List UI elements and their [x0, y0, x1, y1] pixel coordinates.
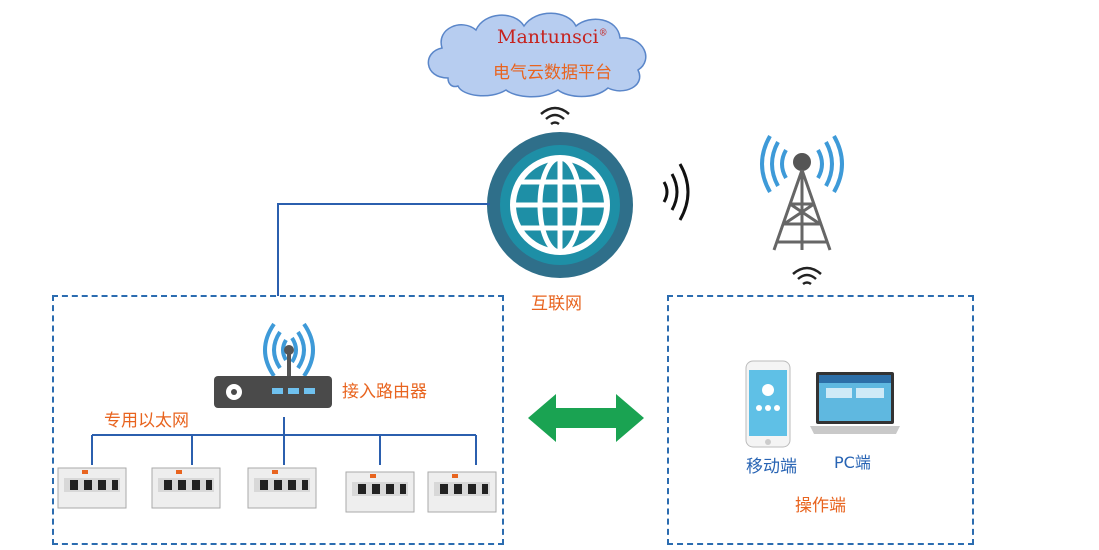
lan-label: 专用以太网 [104, 411, 189, 431]
signal-arcs-icon [662, 163, 690, 221]
ops-label: 操作端 [795, 496, 846, 516]
laptop-icon [810, 372, 900, 434]
lan-zone [52, 295, 504, 545]
wifi-icon [792, 266, 822, 286]
internet-label: 互联网 [531, 294, 582, 314]
breaker-icon [427, 471, 497, 513]
pc-label: PC端 [834, 453, 871, 472]
breaker-icon [151, 467, 221, 509]
brand-name: Mantunsci [497, 26, 599, 48]
phone-icon [745, 360, 791, 448]
mobile-label: 移动端 [746, 457, 797, 477]
wifi-icon [540, 106, 570, 126]
client-zone [667, 295, 974, 545]
router-label: 接入路由器 [342, 382, 427, 402]
breaker-icon [57, 467, 127, 509]
uplink-line [277, 203, 490, 296]
brand-logo: Mantunsci® [497, 26, 608, 48]
breaker-icon [345, 471, 415, 513]
double-arrow-icon [528, 394, 644, 442]
tower-icon [760, 135, 844, 251]
breaker-icon [247, 467, 317, 509]
cloud-title: 电气云数据平台 [493, 63, 612, 83]
lan-bus [91, 417, 477, 465]
brand-mark: ® [598, 28, 608, 39]
cloud-icon [427, 12, 647, 98]
globe-icon [487, 132, 633, 278]
router-icon [214, 322, 332, 408]
